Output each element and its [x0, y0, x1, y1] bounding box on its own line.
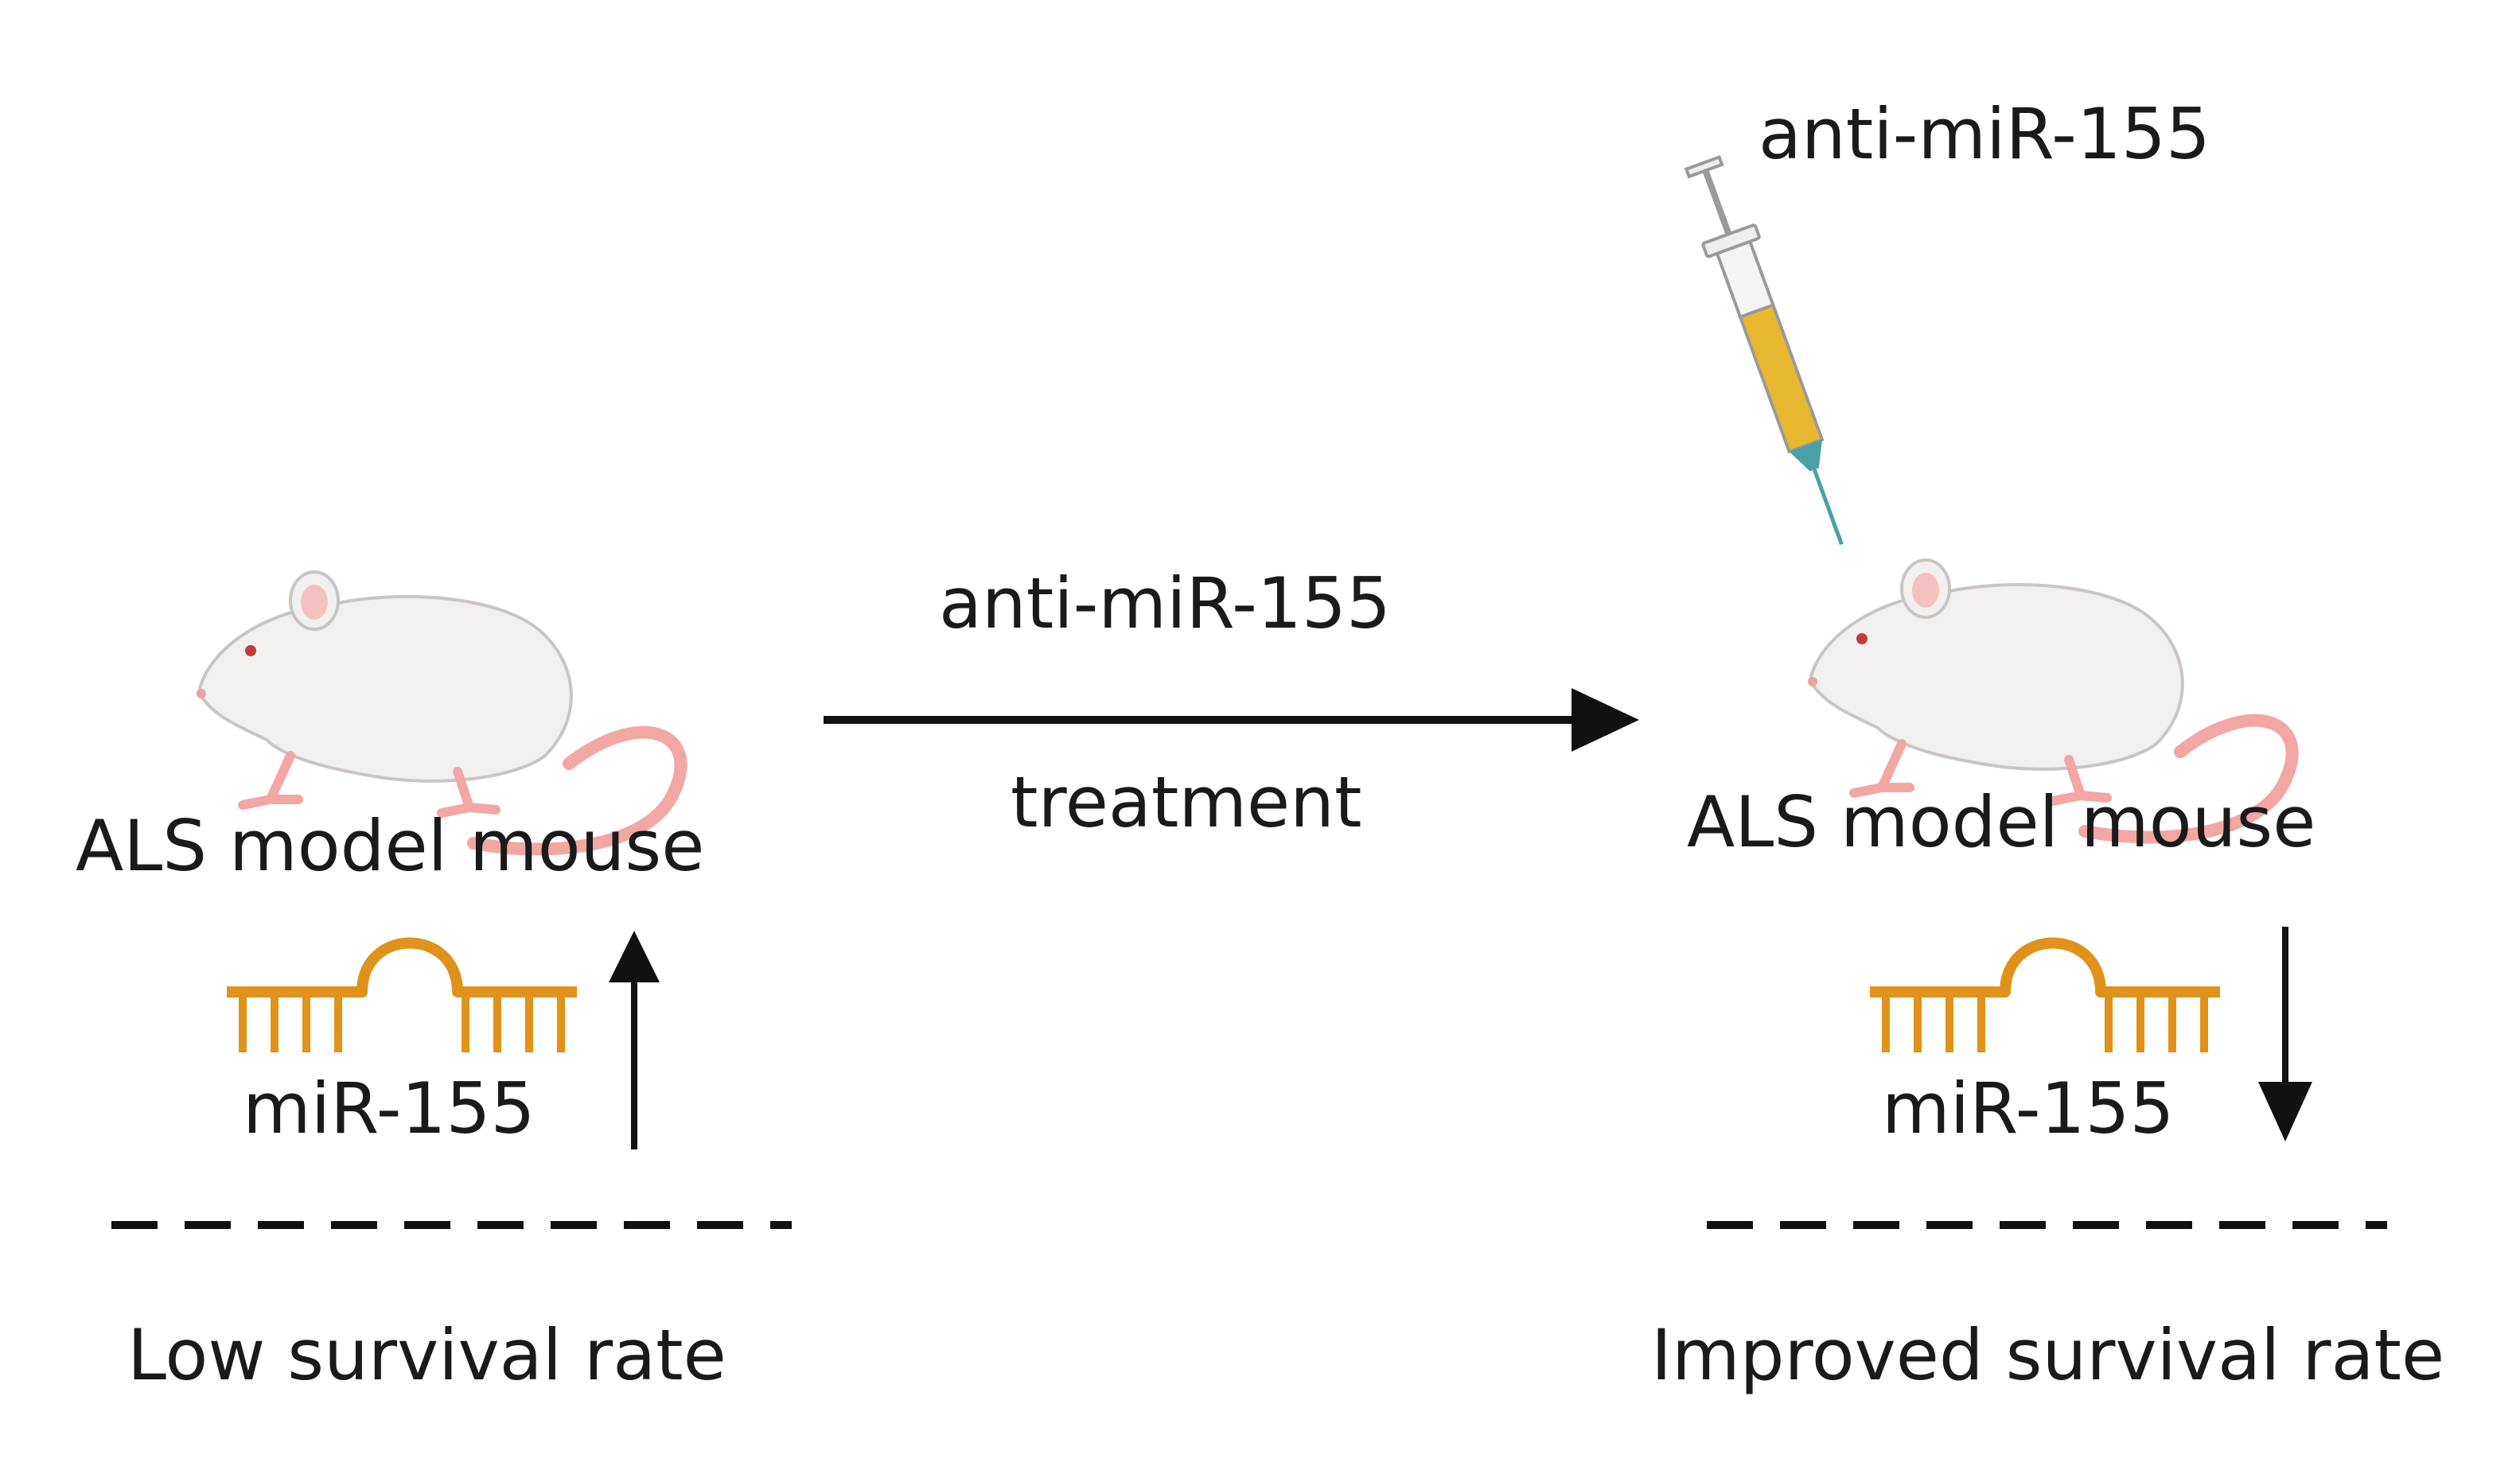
right-subject-label: ALS model mouse	[1687, 781, 2316, 863]
left-subject-label: ALS model mouse	[76, 805, 705, 887]
arrow-top-label: anti-miR-155	[939, 562, 1391, 644]
right-mirna-label: miR-155	[1882, 1068, 2175, 1149]
left-outcome-label: Low survival rate	[127, 1314, 726, 1396]
treatment-arrow	[824, 688, 1639, 752]
left-mirna-label: miR-155	[243, 1068, 536, 1149]
up-arrow-icon	[609, 931, 660, 1149]
syringe-label: anti-miR-155	[1759, 93, 2210, 175]
down-arrow-icon	[2258, 927, 2312, 1141]
mirna-hairpin-icon-right	[1870, 943, 2220, 1053]
arrow-bottom-label: treatment	[1011, 761, 1362, 843]
mirna-hairpin-icon-left	[227, 943, 577, 1053]
right-outcome-label: Improved survival rate	[1651, 1314, 2445, 1396]
syringe-icon	[1684, 154, 1844, 546]
